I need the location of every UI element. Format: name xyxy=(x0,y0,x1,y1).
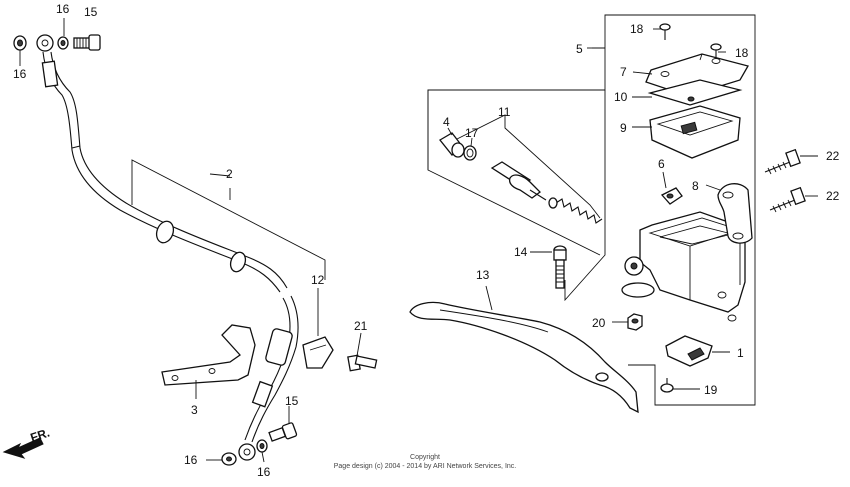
callout-16-top-left: 16 xyxy=(13,67,27,81)
bracket-line-11b xyxy=(454,114,601,219)
hose-clip-12 xyxy=(302,336,334,369)
bracket-line-2 xyxy=(131,159,326,280)
front-direction-label: FR. xyxy=(29,426,52,445)
hose-banjo-top xyxy=(36,34,54,52)
copyright-notice: Copyright Page design (c) 2004 - 2014 by… xyxy=(290,453,560,471)
callout-16-bottom-left: 16 xyxy=(184,453,198,467)
brake-lever-13 xyxy=(409,301,639,414)
pivot-bolt-14 xyxy=(553,245,567,289)
callout-11: 11 xyxy=(498,105,511,119)
callout-19: 19 xyxy=(704,383,718,397)
callout-22a: 22 xyxy=(826,149,840,163)
callout-7: 7 xyxy=(620,65,627,79)
hose-washer-top-16 xyxy=(13,35,27,51)
callout-12: 12 xyxy=(311,273,325,287)
callout-5: 5 xyxy=(576,42,583,56)
screw-19 xyxy=(660,378,674,393)
callout-16-bottom-right: 16 xyxy=(257,465,271,479)
hose-washer-bottom-16b xyxy=(256,439,268,453)
callout-13: 13 xyxy=(476,268,490,282)
bolt-22a xyxy=(764,148,801,175)
brake-hose-lower xyxy=(244,295,299,443)
circlip-17 xyxy=(463,145,477,161)
callout-17: 17 xyxy=(465,126,479,140)
brake-switch-1 xyxy=(665,335,713,367)
leader-lines xyxy=(19,18,818,463)
diaphragm-9 xyxy=(649,105,741,159)
callout-18a: 18 xyxy=(630,22,644,36)
bolt-21 xyxy=(347,354,378,372)
callout-15-bottom: 15 xyxy=(285,394,299,408)
copyright-line-1: Copyright xyxy=(410,454,440,461)
callout-4: 4 xyxy=(443,115,450,129)
callout-1: 1 xyxy=(737,346,744,360)
reservoir-cap-7 xyxy=(645,53,749,97)
callout-18b: 18 xyxy=(735,46,749,60)
copyright-line-2: Page design (c) 2004 - 2014 by ARI Netwo… xyxy=(333,463,517,470)
diaphragm-plate-10 xyxy=(647,79,743,106)
callout-22b: 22 xyxy=(826,189,840,203)
hose-clamp-bracket-3 xyxy=(161,324,256,386)
callout-15-top: 15 xyxy=(84,5,98,19)
brake-hose-upper xyxy=(41,51,288,293)
callout-3: 3 xyxy=(191,403,198,417)
spring-11 xyxy=(548,197,603,224)
callout-10: 10 xyxy=(614,90,628,104)
clip-6 xyxy=(660,187,683,205)
callout-21: 21 xyxy=(354,319,368,333)
callout-8: 8 xyxy=(692,179,699,193)
callout-16-top-right: 16 xyxy=(56,2,70,16)
bracket-line-11 xyxy=(427,89,606,302)
callout-6: 6 xyxy=(658,157,665,171)
hose-washer-bottom-16 xyxy=(221,452,237,466)
banjo-bolt-bottom-15 xyxy=(268,422,298,442)
boot-4 xyxy=(439,132,465,158)
callout-14: 14 xyxy=(514,245,528,259)
screw-18a xyxy=(659,23,671,40)
banjo-bolt-top-15 xyxy=(73,34,101,51)
nut-20 xyxy=(627,313,643,331)
callout-2: 2 xyxy=(226,167,233,181)
clamp-holder-8 xyxy=(717,183,753,244)
callout-20: 20 xyxy=(592,316,606,330)
piston-11 xyxy=(490,161,547,201)
hose-washer-top-16b xyxy=(57,36,69,50)
hose-banjo-bottom xyxy=(238,443,256,461)
bolt-22b xyxy=(769,186,806,213)
front-direction-arrow-icon xyxy=(2,437,44,459)
master-cylinder-body xyxy=(621,211,746,322)
callout-9: 9 xyxy=(620,121,627,135)
